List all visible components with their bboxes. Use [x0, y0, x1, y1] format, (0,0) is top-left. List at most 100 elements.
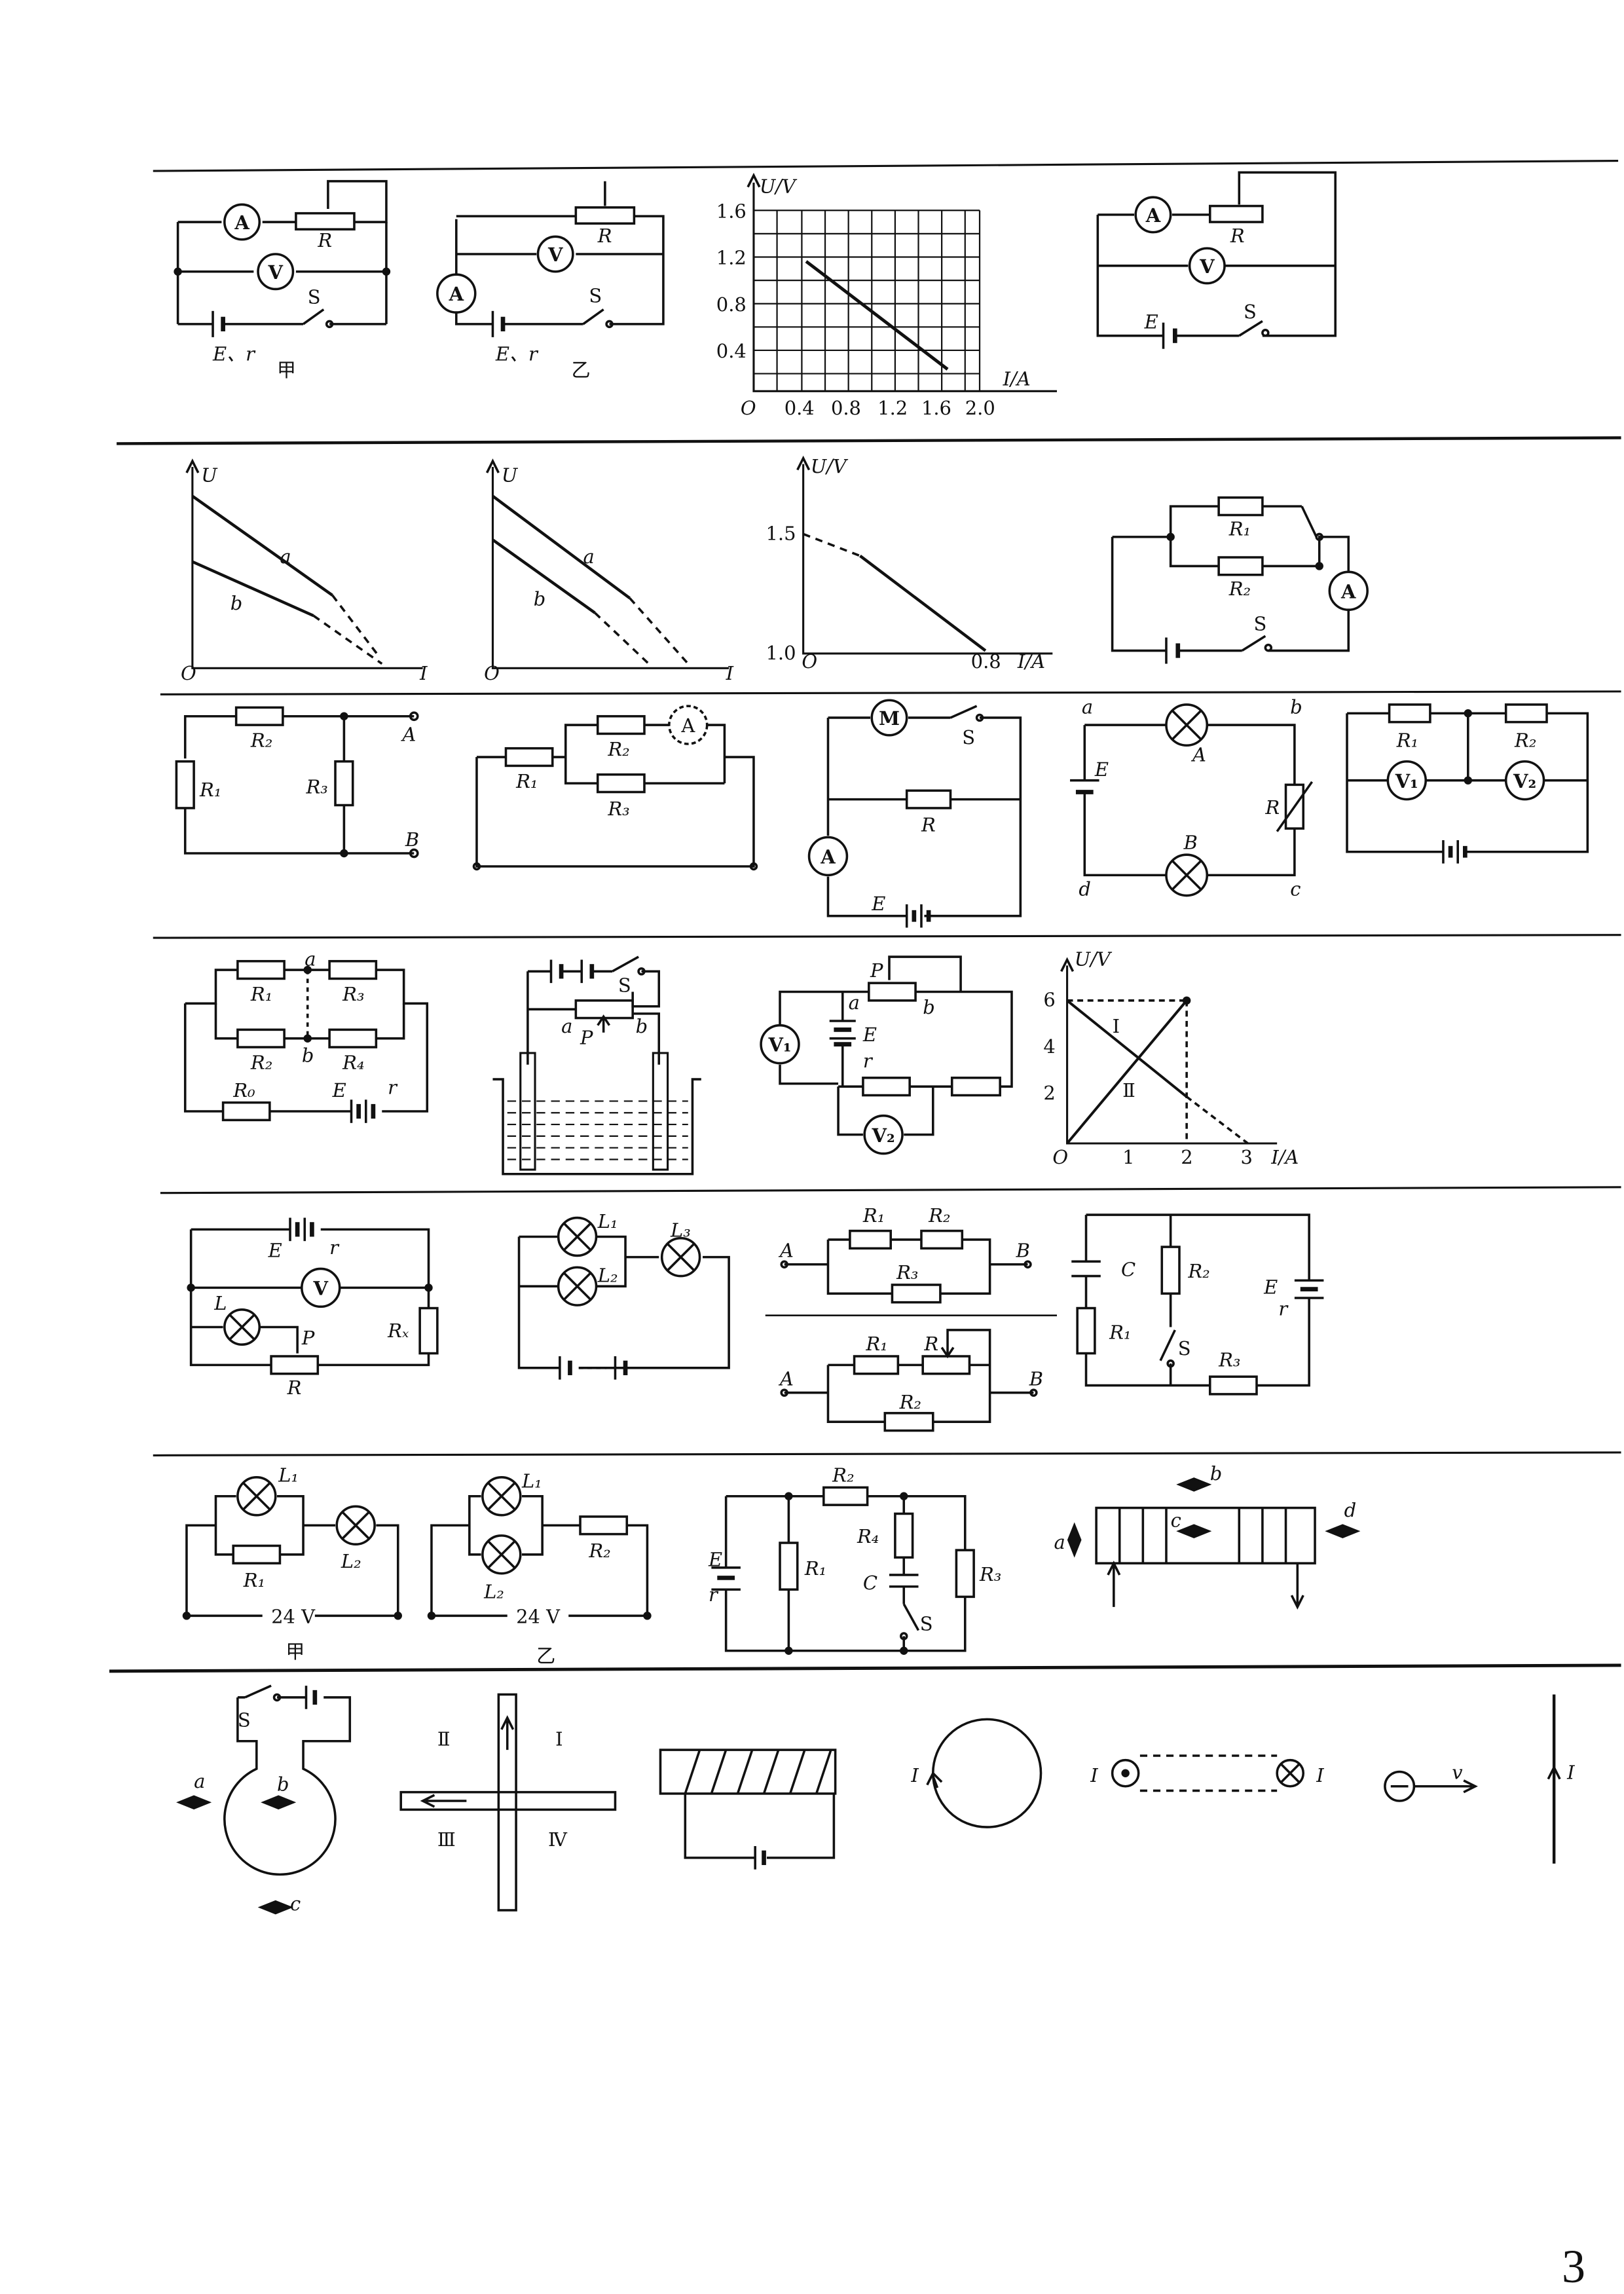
- node-label-b: B: [1016, 1240, 1030, 1262]
- resistor-label: R: [1230, 225, 1245, 247]
- resistor-label: R₃: [979, 1563, 1001, 1585]
- resistor-label: R₂: [1228, 578, 1251, 600]
- line-label-2: Ⅱ: [1122, 1079, 1135, 1101]
- node-label-a: A: [778, 1368, 794, 1390]
- node-label-a: A: [400, 724, 416, 746]
- circuit-motor: [807, 699, 1022, 928]
- crossed-wires: [399, 1693, 617, 1912]
- voltmeter-symbol: V₂: [1513, 770, 1536, 792]
- resistor-label: R₁: [1109, 1321, 1131, 1343]
- current-label: I: [1566, 1762, 1575, 1784]
- resistor-label: R₂: [1514, 729, 1536, 751]
- node-label-b: b: [302, 1044, 314, 1066]
- origin-label: O: [741, 397, 756, 419]
- emf-label: E、r: [495, 343, 539, 365]
- node-label-c: c: [1290, 878, 1301, 900]
- emf-label: E: [862, 1024, 877, 1046]
- x-tick: 0.8: [831, 397, 861, 419]
- circuit-three-lamps: [517, 1216, 730, 1380]
- y-axis-label: U: [502, 464, 519, 486]
- current-label: I: [1316, 1764, 1324, 1786]
- circuit-row1-right: [1096, 171, 1337, 349]
- ammeter-symbol: A: [234, 212, 249, 234]
- resistor-label: R: [317, 229, 332, 251]
- emf-label: E、r: [212, 343, 256, 365]
- resistor-label: R: [287, 1377, 302, 1399]
- resistor-label: R₃: [342, 983, 364, 1005]
- internal-resistance-label: r: [329, 1236, 340, 1259]
- x-tick: 3: [1241, 1146, 1253, 1168]
- slider-label: P: [580, 1027, 593, 1049]
- line-label-a: a: [583, 546, 594, 568]
- vertical-current: [1547, 1694, 1561, 1864]
- lamp-label: L: [213, 1292, 227, 1314]
- line-label-b: b: [231, 592, 243, 614]
- node-label-a: a: [849, 991, 860, 1014]
- emf-label: E: [332, 1079, 346, 1101]
- solenoid-arrows: [1067, 1477, 1361, 1610]
- slider-label: P: [870, 959, 883, 982]
- circuit-lamps-ab: [1070, 703, 1314, 897]
- circuit-capacitor-r4: [711, 1486, 975, 1655]
- switch-label: S: [238, 1709, 251, 1731]
- origin-label: O: [484, 662, 500, 684]
- origin-label: O: [1052, 1146, 1068, 1168]
- point-label-b: b: [1210, 1462, 1223, 1485]
- node-label-b: b: [1290, 695, 1302, 718]
- resistor-label: R₁: [865, 1333, 887, 1355]
- ammeter-symbol: A: [680, 714, 695, 737]
- voltmeter-symbol: V: [547, 244, 563, 266]
- node-label-b: B: [405, 828, 419, 851]
- sub-label-jia: 甲: [277, 359, 296, 381]
- resistor-label: R₂: [832, 1464, 854, 1486]
- emf-label: E: [268, 1240, 282, 1262]
- resistor-label: R₂: [607, 738, 629, 760]
- resistor-label: R₁: [199, 779, 221, 801]
- resistor-label: R₄: [342, 1051, 364, 1073]
- circuit-ab-parallel-1: [780, 1229, 1032, 1304]
- current-label: I: [1090, 1764, 1098, 1786]
- y-axis-label: U: [201, 464, 218, 486]
- circuit-row2-right: [1111, 496, 1369, 664]
- circuit-24v-jia: [182, 1476, 402, 1620]
- circuit-v1-v2-potentiometer: [760, 955, 1013, 1155]
- resistor-label: R₀: [232, 1079, 255, 1101]
- point-label-c: c: [1171, 1509, 1181, 1531]
- quadrant-label-1: Ⅰ: [555, 1728, 563, 1750]
- resistor-label: R: [597, 225, 612, 247]
- circuit-lamp-rx: [187, 1217, 439, 1375]
- resistor-label: Rₓ: [387, 1320, 409, 1342]
- y-tick: 1.6: [716, 200, 747, 222]
- lamp-label: L₁: [597, 1210, 618, 1232]
- lamp-label: L₁: [521, 1470, 542, 1492]
- capacitor-label: C: [863, 1572, 877, 1594]
- resistor-label: R₃: [306, 776, 328, 798]
- circuit-bridge: [183, 959, 429, 1123]
- emf-label: E: [1144, 311, 1158, 333]
- emf-label: E: [1263, 1276, 1278, 1298]
- ammeter-symbol: A: [1340, 580, 1356, 602]
- resistor-label: R₂: [588, 1540, 610, 1562]
- circuit-jia: [174, 179, 391, 337]
- dot-cross-wires: [1111, 1754, 1305, 1792]
- point-label-c: c: [290, 1893, 301, 1915]
- resistor-label: R₃: [1218, 1349, 1240, 1371]
- x-tick: 2: [1181, 1146, 1192, 1168]
- point-label-a: a: [194, 1770, 205, 1792]
- supply-voltage: 24 V: [516, 1605, 561, 1627]
- switch-label: S: [589, 284, 602, 306]
- x-axis-label: I/A: [1003, 367, 1031, 390]
- circuit-v1v2: [1346, 703, 1589, 864]
- resistor-label: R₃: [896, 1261, 918, 1284]
- x-tick: 1: [1122, 1146, 1134, 1168]
- x-axis-label: I/A: [1270, 1146, 1299, 1168]
- lamp-label: L₂: [341, 1550, 361, 1572]
- x-tick: 0.4: [784, 397, 815, 419]
- voltmeter-symbol: V: [313, 1278, 329, 1300]
- resistor-label: R₁: [862, 1204, 885, 1227]
- velocity-label: v: [1452, 1762, 1463, 1784]
- resistor-label: R₁: [515, 770, 538, 792]
- lamp-label-b: B: [1183, 831, 1198, 853]
- origin-label: O: [181, 662, 196, 684]
